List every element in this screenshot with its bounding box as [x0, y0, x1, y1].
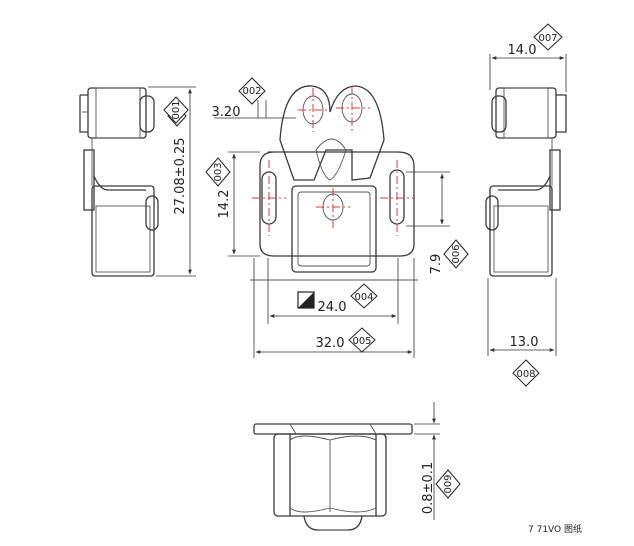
dimension-005: 32.0 005	[253, 258, 415, 358]
dim-007-value: 14.0	[508, 43, 537, 58]
dim-006-value: 7.9	[429, 254, 444, 275]
dimension-009: 0.8±0.1 009	[414, 402, 461, 520]
dim-002-tag: 002	[242, 86, 261, 97]
dimension-003: 14.2 003	[205, 151, 260, 257]
dim-004-value: 24.0	[318, 300, 347, 315]
dim-001-tag: 001	[171, 100, 182, 119]
dimension-008: 13.0 008	[487, 278, 557, 387]
dim-005-value: 32.0	[316, 336, 345, 351]
dim-003-value: 14.2	[217, 190, 232, 219]
dimension-007: 14.0 007	[489, 23, 567, 92]
dim-005-tag: 005	[352, 336, 371, 347]
dim-003-tag: 003	[213, 162, 224, 181]
dim-004-tag: 004	[354, 292, 373, 303]
dimension-002: 3.20 002	[212, 77, 296, 120]
dim-002-value: 3.20	[212, 105, 241, 120]
bottom-view	[253, 423, 413, 531]
dim-008-tag: 008	[516, 369, 535, 380]
front-view	[250, 85, 418, 281]
dimension-004: 24.0 004	[267, 258, 399, 324]
dim-007-tag: 007	[538, 33, 557, 44]
footer-note: 7 71VO 图纸	[528, 523, 582, 535]
dimension-006: 7.9 006	[406, 171, 469, 275]
dim-008-value: 13.0	[510, 335, 539, 350]
dim-009-tag: 009	[443, 474, 454, 493]
dim-009-value: 0.8±0.1	[421, 462, 436, 514]
dim-006-tag: 006	[451, 244, 462, 263]
dimension-001: 27.08±0.25 001	[148, 86, 196, 277]
left-side-view	[79, 87, 159, 277]
dim-001-value: 27.08±0.25	[173, 137, 188, 214]
right-side-view	[485, 87, 567, 277]
